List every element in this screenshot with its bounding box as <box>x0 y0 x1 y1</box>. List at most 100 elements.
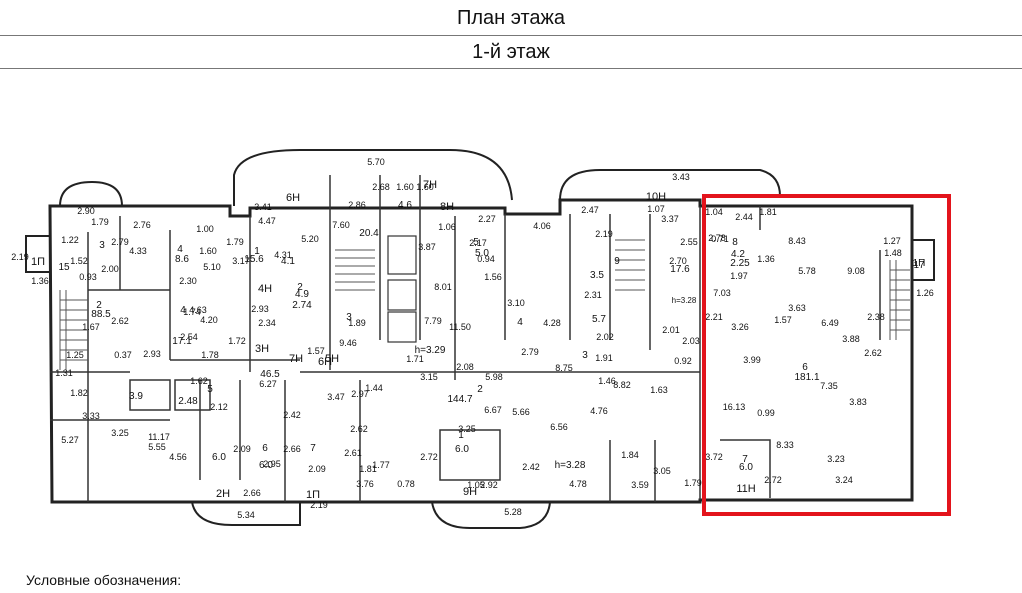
section-mark: 3Н <box>255 343 269 355</box>
dimension-label: 5.98 <box>485 372 503 382</box>
dimension-label: 2.19 <box>11 252 29 262</box>
dimension-label: 6.49 <box>821 318 839 328</box>
dimension-label: 2.31 <box>584 290 602 300</box>
room-number: 3 <box>346 312 352 323</box>
room-area: 5.0 <box>475 248 489 259</box>
section-mark: 11Н <box>736 483 755 495</box>
room-area: 17.6 <box>670 264 690 275</box>
dimension-label: 2.54 <box>180 332 198 342</box>
legend-label: Условные обозначения: <box>26 572 182 588</box>
section-mark: 2Н <box>216 488 230 500</box>
dimension-label: 7.03 <box>713 288 731 298</box>
dimension-label: 1.60 <box>416 182 434 192</box>
dimension-label: 1.57 <box>774 315 792 325</box>
dimension-label: 5.70 <box>367 157 385 167</box>
dimension-label: 1.52 <box>70 256 88 266</box>
dimension-label: 1.97 <box>730 271 748 281</box>
dimension-label: 7.79 <box>424 316 442 326</box>
dimension-label: 2.62 <box>864 348 882 358</box>
room-area: 17 <box>913 260 925 271</box>
section-mark: 7Н <box>289 353 303 365</box>
dimension-label: 3.59 <box>631 480 649 490</box>
room-number: 4 <box>177 244 183 255</box>
dimension-label: 2.72 <box>764 475 782 485</box>
dimension-label: 4.76 <box>590 406 608 416</box>
room-area: 181.1 <box>794 372 819 383</box>
dimension-label: 2.55 <box>680 237 698 247</box>
room-area: 6.0 <box>212 452 226 463</box>
dimension-label: 5.34 <box>237 510 255 520</box>
dimension-label: 2.02 <box>596 332 614 342</box>
floor-divider <box>0 68 1022 69</box>
room-area: 3.9 <box>129 391 143 402</box>
room-area: 15.6 <box>244 254 264 265</box>
section-mark: 6Н <box>318 356 332 368</box>
dimension-label: 0.37 <box>114 350 132 360</box>
dimension-label: 2.42 <box>522 462 540 472</box>
dimension-label: 2.86 <box>348 200 366 210</box>
dimension-label: 2.17 <box>469 238 487 248</box>
dimension-label: 2.00 <box>101 264 119 274</box>
dimension-label: 0.93 <box>79 272 97 282</box>
room-area: 17.1 <box>172 336 192 347</box>
exterior-walls <box>25 149 935 529</box>
dimension-label: 2.68 <box>372 182 390 192</box>
dimension-label: 1.31 <box>55 368 73 378</box>
dimension-label: 11.17 <box>148 432 170 442</box>
dimension-label: 2.90 <box>77 206 95 216</box>
ceiling-height: h=3.29 <box>415 345 446 356</box>
room-area: 88.5 <box>91 309 111 320</box>
dimension-label: 2.42 <box>283 410 301 420</box>
dimension-label: 5.28 <box>504 507 522 517</box>
room-area: 2.74 <box>292 300 312 311</box>
dimension-label: 1.81 <box>359 464 377 474</box>
dimension-label: 3.33 <box>82 411 100 421</box>
dimension-label: 2.78 <box>708 233 726 243</box>
dimension-label: 2.38 <box>867 312 885 322</box>
dimension-label: 11.50 <box>449 322 471 332</box>
dimension-label: 3.72 <box>705 452 723 462</box>
dimension-label: 1.46 <box>598 376 616 386</box>
dimension-label: 9.08 <box>847 266 865 276</box>
dimension-label: 5.10 <box>203 262 221 272</box>
room-area: 4.1 <box>281 256 295 267</box>
dimension-label: 5.55 <box>148 442 166 452</box>
dimension-label: 2.95 <box>263 459 281 469</box>
dimension-label: 1.63 <box>650 385 668 395</box>
room-number: 7 <box>742 454 748 465</box>
room-number: 7 <box>310 443 316 454</box>
room-area: 6.0 <box>455 444 469 455</box>
dimension-label: 1.72 <box>228 336 246 346</box>
floor-title: 1-й этаж <box>472 41 550 63</box>
highlighted-unit-frame <box>702 194 951 516</box>
dimension-label: 4.31 <box>274 250 292 260</box>
dimension-label: 6.56 <box>550 422 568 432</box>
dimension-label: 5.20 <box>301 234 319 244</box>
dimension-label: 1.57 <box>307 346 325 356</box>
section-mark: 6Н <box>286 192 300 204</box>
dimension-label: 2.97 <box>351 389 369 399</box>
dimension-label: 3.87 <box>418 242 436 252</box>
dimension-label: 7.60 <box>332 220 350 230</box>
dimension-label: 0.71 <box>711 234 729 244</box>
room-number: 4 <box>517 317 523 328</box>
dimension-label: 5.78 <box>798 266 816 276</box>
dimension-label: 1.36 <box>757 254 775 264</box>
dimension-label: 1.48 <box>884 248 902 258</box>
stairs <box>59 239 910 370</box>
dimension-label: 5.66 <box>512 407 530 417</box>
dimension-label: 2.61 <box>344 448 362 458</box>
room-number: 6 <box>802 362 808 373</box>
dimension-label: 6.67 <box>484 405 502 415</box>
dimension-label: 8.75 <box>555 363 573 373</box>
room-number: 2 <box>96 300 102 311</box>
dimension-label: 3.05 <box>653 466 671 476</box>
lift-shafts <box>387 235 417 343</box>
dimension-label: 6.27 <box>259 379 277 389</box>
dimension-label: 1.06 <box>438 222 456 232</box>
dimension-label: 0.92 <box>674 356 692 366</box>
title-divider <box>0 35 1022 36</box>
dimension-label: 4.56 <box>169 452 187 462</box>
